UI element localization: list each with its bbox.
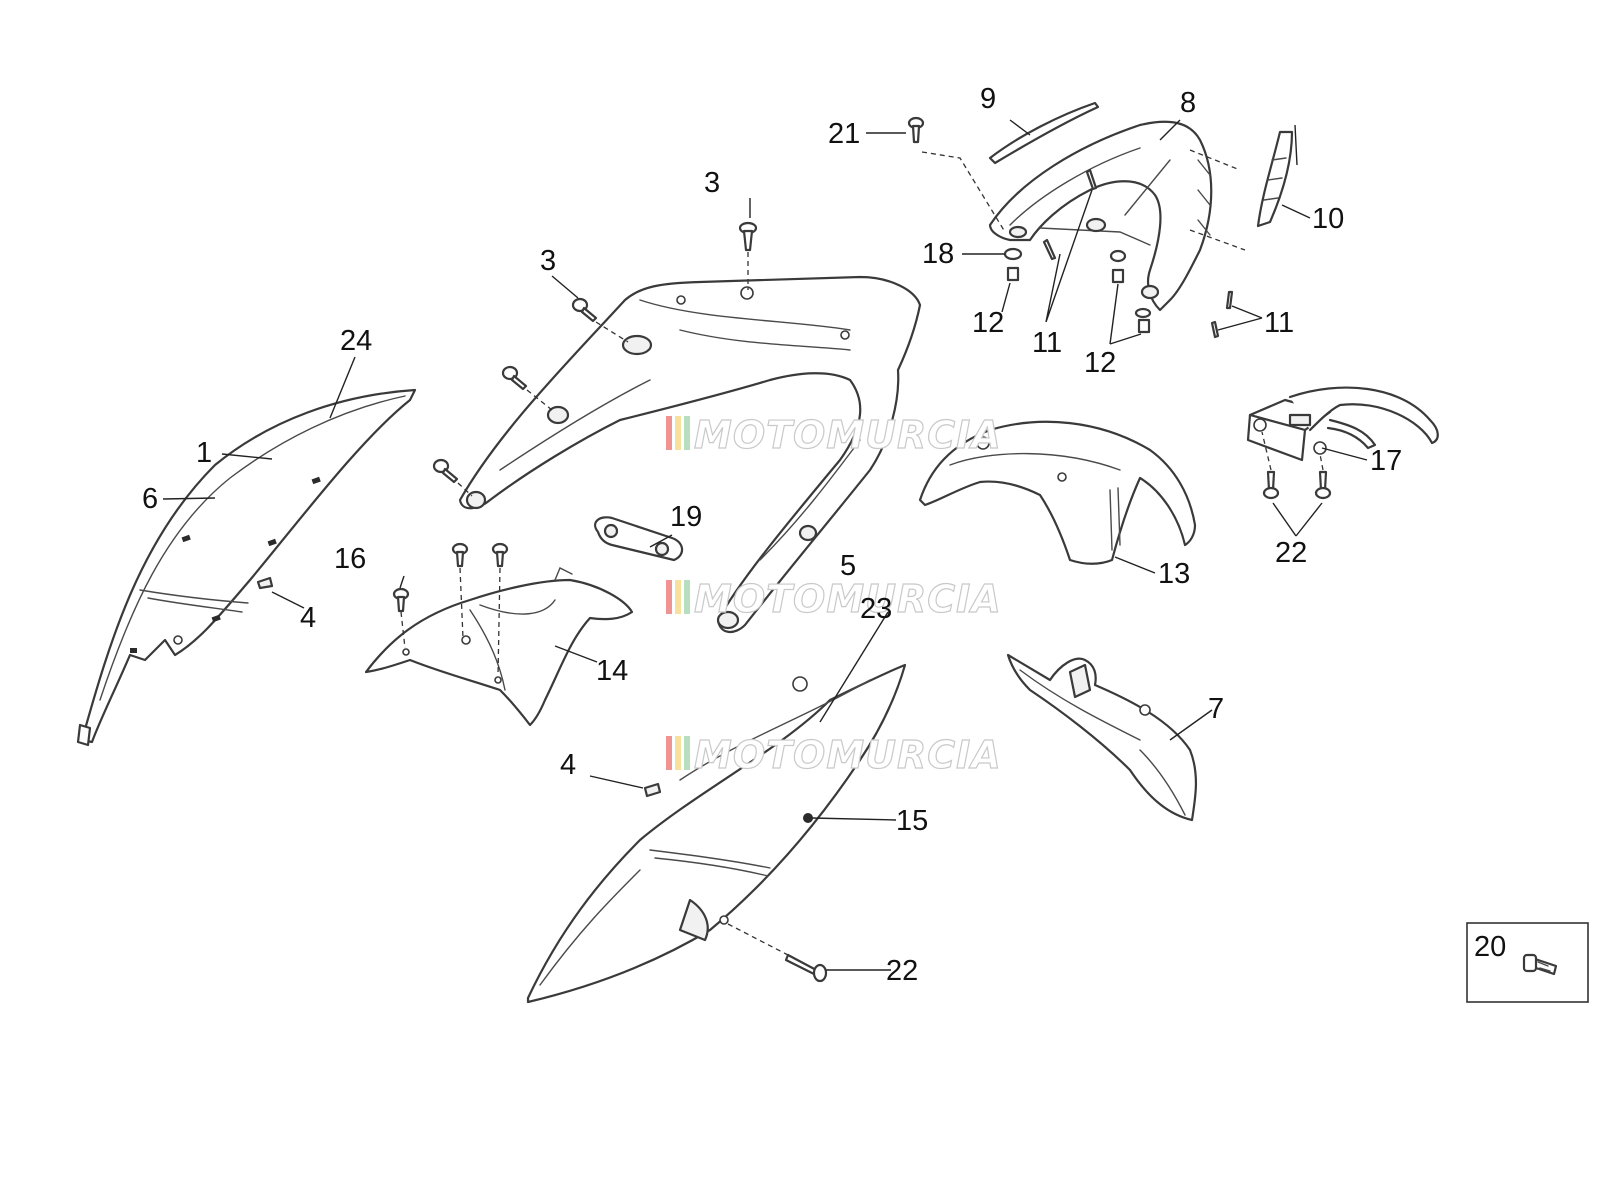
screw-21 <box>907 116 925 144</box>
callout-10: 10 <box>1312 203 1344 235</box>
screw-frame-mid <box>501 365 528 391</box>
callout-23: 23 <box>860 593 892 625</box>
watermark-stripe-yellow <box>675 580 681 614</box>
leader-lines <box>162 119 1368 971</box>
screw-frame-low <box>432 458 459 484</box>
callout-18: 18 <box>922 238 954 270</box>
callout-16: 16 <box>334 543 366 575</box>
callout-4-left: 4 <box>300 602 316 634</box>
tail-frame <box>458 275 922 633</box>
callout-22-bracket: 22 <box>1275 537 1307 569</box>
license-plate-holder <box>1006 653 1198 822</box>
screw-3-left <box>571 297 598 323</box>
watermark-text-3: MOTOMURCIA <box>694 733 1002 777</box>
callout-17: 17 <box>1370 445 1402 477</box>
screw-3-top <box>738 221 758 252</box>
callout-21: 21 <box>828 118 860 150</box>
callout-4-lower: 4 <box>560 749 576 781</box>
watermark: MOTOMURCIA <box>666 732 1002 778</box>
watermark-stripe-red <box>666 736 672 770</box>
callout-24: 24 <box>340 325 372 357</box>
screws-11 <box>1042 168 1234 339</box>
watermark-stripe-red <box>666 580 672 614</box>
screws-22-bracket <box>1262 470 1332 500</box>
callout-22-lower: 22 <box>886 955 918 987</box>
watermark: MOTOMURCIA <box>666 576 1002 622</box>
callout-9: 9 <box>980 83 996 115</box>
callout-13: 13 <box>1158 558 1190 590</box>
inset-20 <box>1466 922 1589 1003</box>
callout-11-left: 11 <box>1032 327 1062 359</box>
callout-15: 15 <box>896 805 928 837</box>
watermark: MOTOMURCIA <box>666 412 1002 458</box>
callout-11-right: 11 <box>1264 307 1294 339</box>
callout-6: 6 <box>142 483 158 515</box>
callout-5: 5 <box>840 550 856 582</box>
callout-3-left: 3 <box>540 245 556 277</box>
clip-4-lower <box>643 782 662 798</box>
callout-1: 1 <box>196 437 212 469</box>
callout-12-left: 12 <box>972 307 1004 339</box>
bracket-17 <box>1246 386 1439 462</box>
callout-20: 20 <box>1474 931 1506 963</box>
screw-22-lower <box>784 953 828 983</box>
pad-10 <box>1256 130 1294 228</box>
plate-19 <box>594 516 684 562</box>
callout-19: 19 <box>670 501 702 533</box>
callout-12-right: 12 <box>1084 347 1116 379</box>
watermark-text-1: MOTOMURCIA <box>694 413 1002 457</box>
screws-14 <box>392 542 509 613</box>
callout-8: 8 <box>1180 87 1196 119</box>
callout-labels: 1 6 24 4 3 3 16 14 19 5 23 4 15 22 13 17… <box>142 83 1506 987</box>
washers-spacers <box>1003 247 1152 334</box>
watermark-stripe-yellow <box>675 736 681 770</box>
watermark-stripe-yellow <box>675 416 681 450</box>
callout-14: 14 <box>596 655 628 687</box>
callout-7: 7 <box>1208 693 1224 725</box>
mudguard <box>918 420 1197 565</box>
left-side-fairing <box>76 388 417 747</box>
watermark-stripe-red <box>666 416 672 450</box>
watermark-stripe-green <box>684 580 690 614</box>
pad-9 <box>988 101 1100 165</box>
grab-rail <box>988 120 1213 312</box>
watermark-stripe-green <box>684 736 690 770</box>
callout-3-top: 3 <box>704 167 720 199</box>
watermark-stripe-green <box>684 416 690 450</box>
right-side-fairing <box>526 663 907 1004</box>
watermark-text-2: MOTOMURCIA <box>694 577 1002 621</box>
